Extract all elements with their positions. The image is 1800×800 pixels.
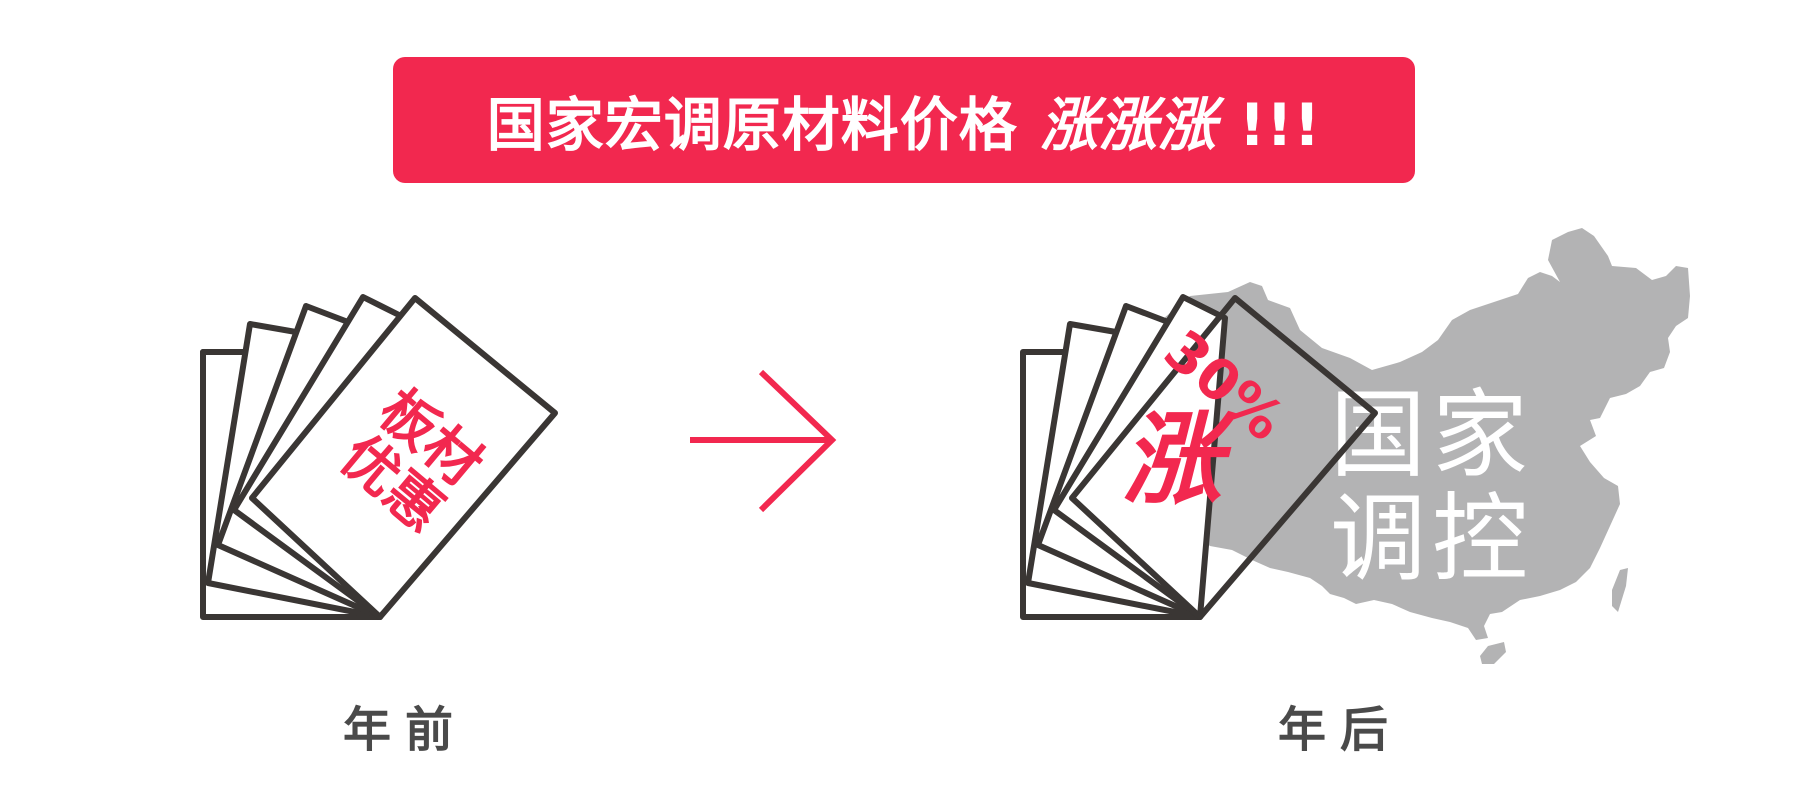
card-text-rise: 涨 (1122, 401, 1238, 518)
card-fan-before (200, 294, 558, 620)
card-5-icon (1069, 295, 1378, 620)
map-text-guo: 国 (1330, 379, 1426, 491)
card-5-icon (249, 295, 558, 620)
map-text-jia: 家 (1432, 379, 1528, 491)
headline-banner: 国家宏调原材料价格涨涨涨!!! (393, 57, 1415, 183)
hainan-island-icon (1480, 642, 1506, 664)
arrow-right-icon (690, 369, 837, 513)
map-text-kong: 控 (1432, 483, 1528, 595)
headline-emphasis: 涨涨涨 (1039, 91, 1217, 159)
label-after: 年后 (1277, 702, 1403, 758)
map-overlay-text: 国 家 调 控 (1330, 379, 1528, 595)
headline-main: 国家宏调原材料价格 (486, 91, 1018, 159)
china-map-icon (1100, 228, 1690, 640)
headline-exclamation: !!! (1238, 91, 1322, 159)
label-before: 年前 (342, 702, 468, 758)
taiwan-island-icon (1612, 568, 1628, 612)
headline-text: 国家宏调原材料价格涨涨涨!!! (487, 78, 1321, 162)
card-fan-after (1020, 294, 1378, 620)
map-text-tiao: 调 (1330, 483, 1426, 595)
